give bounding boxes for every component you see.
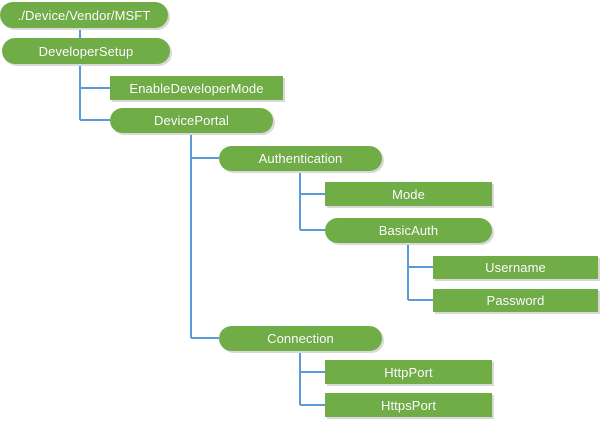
tree-node-connection[interactable]: Connection [219, 326, 382, 351]
tree-node-basicauth[interactable]: BasicAuth [325, 218, 492, 243]
tree-node-label: EnableDeveloperMode [129, 80, 264, 96]
tree-node-developersetup[interactable]: DeveloperSetup [2, 38, 170, 64]
tree-node-enabledevelopermode[interactable]: EnableDeveloperMode [110, 76, 283, 100]
tree-node-label: Password [486, 293, 545, 308]
tree-node-mode[interactable]: Mode [325, 182, 492, 206]
tree-node-label: Authentication [258, 151, 343, 166]
tree-node-deviceportal[interactable]: DevicePortal [110, 108, 273, 133]
tree-node-label: ./Device/Vendor/MSFT [17, 7, 151, 23]
tree-node-httpsport[interactable]: HttpsPort [325, 393, 492, 417]
tree-node-label: BasicAuth [378, 223, 439, 238]
tree-node-label: DeveloperSetup [38, 43, 134, 59]
tree-node-label: Username [485, 260, 546, 275]
tree-node-label: HttpPort [384, 364, 433, 380]
tree-node-label: HttpsPort [380, 397, 437, 413]
tree-node-label: Connection [267, 331, 334, 346]
tree-node-password[interactable]: Password [433, 289, 598, 312]
tree-node-httpport[interactable]: HttpPort [325, 360, 492, 384]
tree-node-label: Mode [392, 186, 425, 202]
tree-node-label: DevicePortal [154, 113, 229, 128]
tree-node-root[interactable]: ./Device/Vendor/MSFT [0, 2, 168, 28]
tree-node-username[interactable]: Username [433, 256, 598, 279]
tree-node-authentication[interactable]: Authentication [219, 146, 382, 171]
